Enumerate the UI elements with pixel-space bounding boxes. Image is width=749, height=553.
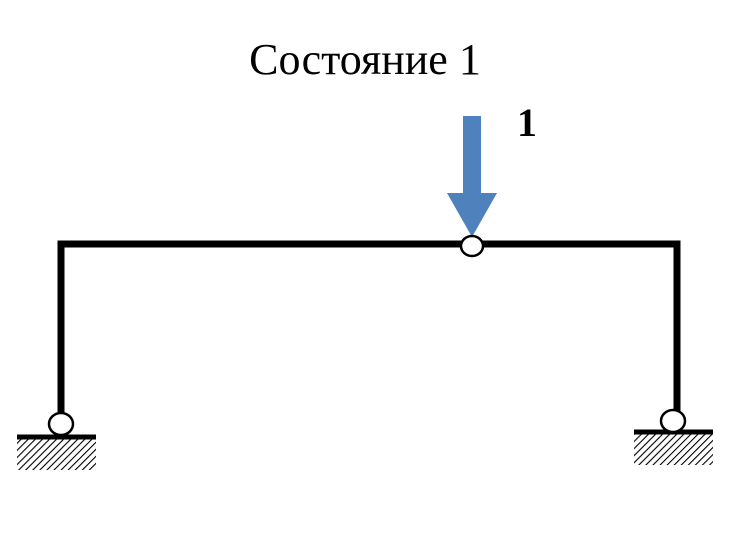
load-arrow — [447, 116, 497, 237]
load-label: 1 — [517, 100, 537, 145]
right-support-hinge — [659, 408, 687, 434]
load-arrow-shaft — [463, 116, 481, 196]
diagram-title: Состояние 1 — [249, 35, 481, 84]
right-support — [634, 408, 713, 465]
middle-hinge — [459, 234, 485, 258]
load-arrow-head — [447, 193, 497, 237]
right-support-hatch — [634, 434, 713, 465]
left-support-hatch — [17, 439, 96, 470]
left-support-hinge — [47, 411, 75, 437]
left-support — [17, 411, 96, 470]
frame — [57, 240, 681, 418]
